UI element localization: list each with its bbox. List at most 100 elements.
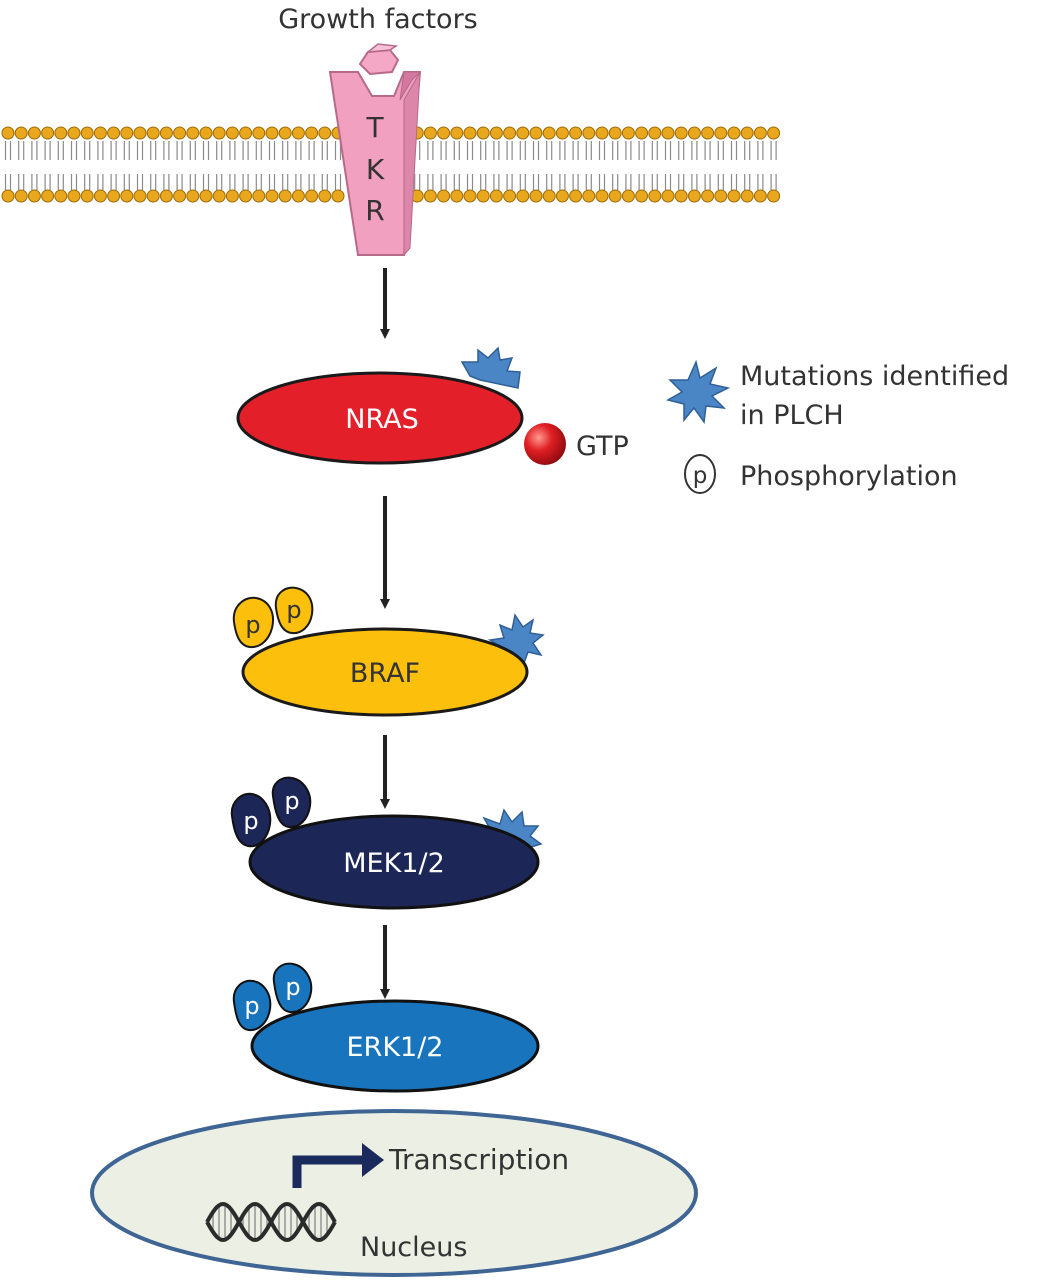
lipid-head <box>1 126 15 140</box>
lipid-head <box>252 189 266 203</box>
legend: Mutations identified in PLCH p Phosphory… <box>666 359 1009 494</box>
lipid-head <box>173 126 187 140</box>
lipid-head <box>753 126 767 140</box>
lipid-head <box>687 126 701 140</box>
lipid-head <box>120 126 134 140</box>
lipid-head <box>450 189 464 203</box>
lipid-head <box>159 189 173 203</box>
lipid-head <box>318 189 332 203</box>
phosphate-label: p <box>243 807 258 835</box>
lipid-head <box>80 189 94 203</box>
lipid-head <box>423 189 437 203</box>
transcription-label: Transcription <box>388 1143 569 1176</box>
tkr-letter-t: T <box>365 111 384 144</box>
lipid-head <box>463 189 477 203</box>
lipid-head <box>239 126 253 140</box>
phospho-group-braf: p p <box>232 586 314 649</box>
lipid-head <box>120 189 134 203</box>
growth-factor-ligand <box>358 43 400 76</box>
lipid-head <box>54 189 68 203</box>
lipid-head <box>291 126 305 140</box>
phosphate-label: p <box>286 596 301 624</box>
lipid-head <box>305 189 319 203</box>
tkr-letter-r: R <box>365 194 384 227</box>
legend-phospho-symbol: p <box>693 463 708 489</box>
nras-protein: NRAS GTP <box>236 346 629 465</box>
lipid-head <box>555 189 569 203</box>
nras-label: NRAS <box>345 404 418 435</box>
lipid-head <box>529 126 543 140</box>
lipid-head <box>674 189 688 203</box>
lipid-head <box>80 126 94 140</box>
lipid-head <box>767 126 781 140</box>
lipid-head <box>265 126 279 140</box>
lipid-head <box>173 189 187 203</box>
cell-membrane <box>1 126 781 203</box>
phospho-group-erk: p p <box>232 962 313 1032</box>
lipid-head <box>107 126 121 140</box>
lipid-head <box>331 189 345 203</box>
lipid-head <box>727 126 741 140</box>
lipid-head <box>146 126 160 140</box>
phosphate-marker <box>272 962 313 1014</box>
lipid-head <box>489 189 503 203</box>
lipid-head <box>476 189 490 203</box>
lipid-head <box>225 189 239 203</box>
lipid-head <box>67 126 81 140</box>
tkr-letter-k: K <box>366 153 385 186</box>
mek-protein: MEK1/2 p p <box>230 776 543 910</box>
lipid-head <box>27 126 41 140</box>
mutation-star-icon <box>487 613 545 665</box>
lipid-head <box>463 126 477 140</box>
lipid-head <box>212 126 226 140</box>
lipid-head <box>318 126 332 140</box>
lipid-head <box>265 189 279 203</box>
lipid-head <box>740 126 754 140</box>
lipid-head <box>516 126 530 140</box>
lipid-head <box>542 126 556 140</box>
lipid-head <box>450 126 464 140</box>
lipid-head <box>674 126 688 140</box>
nucleus-label: Nucleus <box>360 1232 467 1263</box>
braf-protein: BRAF p p <box>232 586 545 717</box>
phospho-group-mek: p p <box>230 776 312 848</box>
lipid-head <box>225 126 239 140</box>
erk-label: ERK1/2 <box>347 1032 444 1063</box>
lipid-head <box>199 126 213 140</box>
lipid-head <box>186 189 200 203</box>
lipid-head <box>423 126 437 140</box>
lipid-head <box>1 189 15 203</box>
lipid-head <box>199 189 213 203</box>
legend-mutation-star-icon <box>666 359 731 424</box>
phosphate-marker <box>230 792 272 848</box>
lipid-head <box>767 189 781 203</box>
lipid-head <box>186 126 200 140</box>
lipid-head <box>555 126 569 140</box>
lipid-head <box>516 189 530 203</box>
nucleus: Transcription Nucleus <box>90 1109 698 1277</box>
lipid-head <box>291 189 305 203</box>
lipid-head <box>569 189 583 203</box>
lipid-head <box>14 126 28 140</box>
mek-label: MEK1/2 <box>343 848 445 879</box>
lipid-head <box>595 189 609 203</box>
lipid-head <box>648 189 662 203</box>
lipid-head <box>569 126 583 140</box>
transcription-arrowhead <box>362 1143 384 1177</box>
lipid-head <box>648 126 662 140</box>
erk-protein: ERK1/2 p p <box>232 962 540 1093</box>
legend-phospho-label: Phosphorylation <box>740 461 958 492</box>
lipid-head <box>476 126 490 140</box>
phosphate-label: p <box>284 787 299 815</box>
lipid-head <box>635 189 649 203</box>
lipid-head <box>133 189 147 203</box>
legend-phospho-icon <box>684 454 716 494</box>
lipid-head <box>608 126 622 140</box>
lipid-head <box>621 126 635 140</box>
lipid-head <box>14 189 28 203</box>
transcription-arrow <box>292 1155 366 1188</box>
lipid-head <box>54 126 68 140</box>
lipid-head <box>529 189 543 203</box>
phosphate-label: p <box>245 611 260 639</box>
